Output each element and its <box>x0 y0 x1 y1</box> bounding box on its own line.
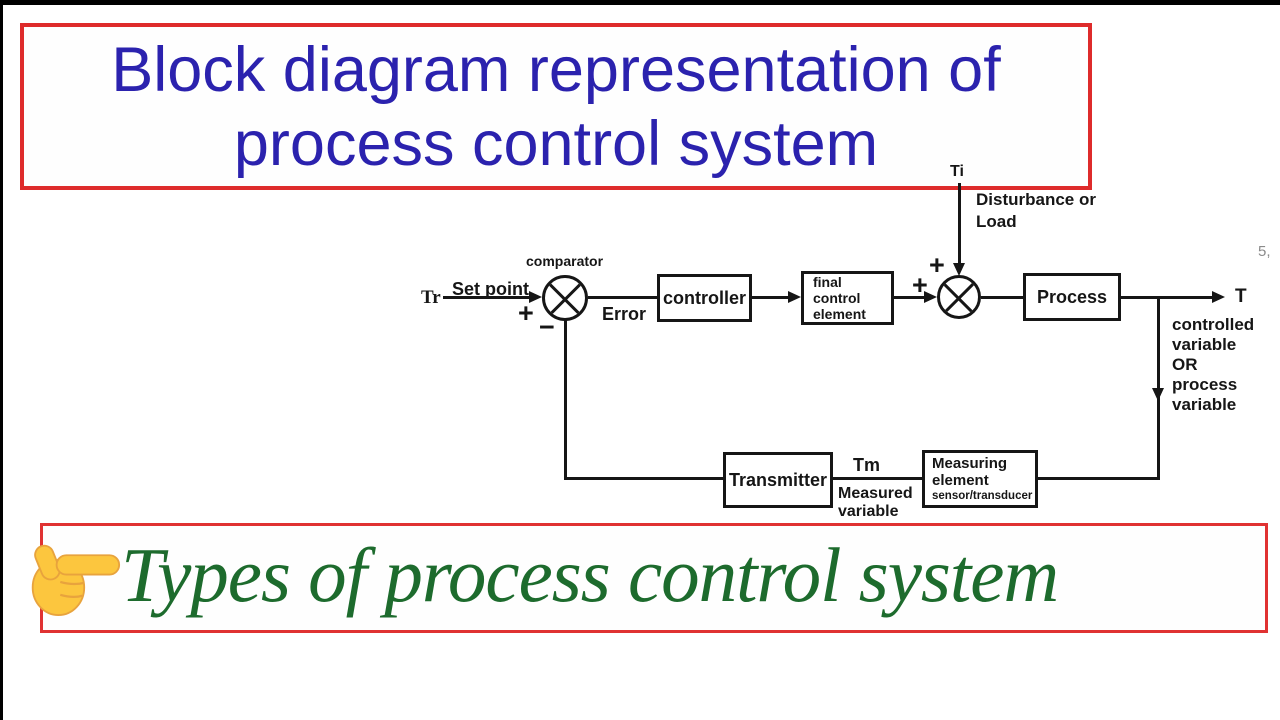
fce-line-3: element <box>813 306 866 322</box>
footer-banner: Types of process control system <box>31 523 1268 633</box>
label-ti: Ti <box>950 163 964 180</box>
label-disturbance: Disturbance or Load <box>976 189 1096 233</box>
output-desc-line-2: variable <box>1172 335 1237 354</box>
process-block: Process <box>1023 273 1121 321</box>
page-number: 5, <box>1258 243 1271 260</box>
pointing-finger-icon <box>31 544 121 616</box>
feedback-line-left <box>565 477 723 480</box>
disturbance-line-2: Load <box>976 212 1017 231</box>
fce-arrowhead-icon <box>788 291 801 303</box>
label-t-output: T <box>1235 286 1247 307</box>
disturbance-line-1: Disturbance or <box>976 190 1096 209</box>
measured-line-2: variable <box>838 503 899 520</box>
branch-arrowhead-icon <box>1152 388 1164 401</box>
label-tr: Tr <box>421 287 441 308</box>
controller-block: controller <box>657 274 752 322</box>
disturbance-line <box>958 183 961 265</box>
transmitter-block: Transmitter <box>723 452 833 508</box>
comparator-minus-sign: − <box>539 312 555 342</box>
label-output-description: controlled variable OR process variable <box>1172 315 1254 415</box>
label-comparator: comparator <box>526 253 604 269</box>
output-desc-line-5: variable <box>1172 395 1237 414</box>
left-black-bar <box>0 0 3 720</box>
measuring-element-block: Measuring element sensor/transducer <box>922 450 1038 508</box>
top-black-bar <box>0 0 1280 5</box>
measuring-line-2: element <box>932 472 989 489</box>
sum2-plus-left-sign: + <box>912 270 928 300</box>
label-error: Error <box>602 304 647 324</box>
label-set-point: Set point <box>452 279 529 299</box>
sum-to-process-line <box>981 296 1023 299</box>
output-desc-line-3: OR <box>1172 355 1198 374</box>
label-tm: Tm <box>853 455 880 475</box>
measured-line-1: Measured <box>838 485 913 502</box>
output-desc-line-1: controlled <box>1172 315 1255 334</box>
output-arrowhead-icon <box>1212 291 1225 303</box>
final-control-element-block: final control element <box>801 271 894 325</box>
output-line <box>1121 296 1213 299</box>
controller-to-fce-line <box>752 296 790 299</box>
feedback-line-right <box>1038 477 1160 480</box>
fce-to-sum-line <box>894 296 926 299</box>
comparator-summing-junction <box>542 275 588 321</box>
title-line-2: process control system <box>233 108 879 179</box>
fce-line-2: control <box>813 290 861 306</box>
measuring-line-1: Measuring <box>932 455 1008 472</box>
error-line <box>588 296 658 299</box>
setpoint-arrowhead-icon <box>529 291 542 303</box>
disturbance-arrowhead-icon <box>953 263 965 276</box>
title-banner: Block diagram representation of process … <box>20 23 1092 190</box>
sum2-plus-top-sign: + <box>929 250 945 280</box>
feedback-line-middle <box>833 477 922 480</box>
sum2-arrowhead-icon <box>924 291 937 303</box>
fce-line-1: final <box>813 274 842 290</box>
label-measured-variable: Measured variable <box>838 485 913 521</box>
comparator-plus-sign: + <box>518 298 534 328</box>
output-desc-line-4: process <box>1172 375 1238 394</box>
title-line-1: Block diagram representation of <box>111 34 1001 105</box>
feedback-riser-line <box>564 320 567 480</box>
setpoint-line <box>443 296 533 299</box>
load-summing-junction <box>937 275 981 319</box>
footer-title: Types of process control system <box>121 531 1059 618</box>
measuring-sub-label: sensor/transducer <box>932 490 1033 502</box>
